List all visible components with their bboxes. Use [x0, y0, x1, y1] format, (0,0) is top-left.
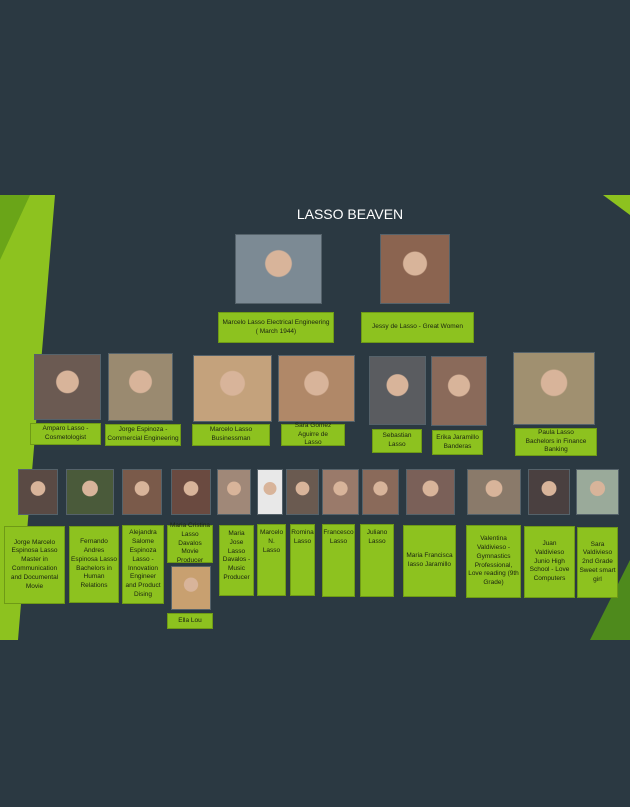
member-photo: [467, 469, 521, 515]
right-top-triangle: [603, 195, 630, 215]
member-label: Romina Lasso: [290, 524, 315, 596]
member-photo: [217, 469, 251, 515]
member-photo: [286, 469, 319, 515]
left-green-accent: [0, 195, 30, 260]
member-photo: [171, 469, 211, 515]
member-label: Juan Valdivieso Junio High School - Love…: [524, 526, 575, 598]
member-label: Sara Gomez Aguirre de Lasso: [281, 422, 345, 446]
member-photo: [122, 469, 162, 515]
member-photo: [193, 355, 272, 422]
member-label: Jessy de Lasso - Great Women: [361, 312, 474, 343]
member-label: Alejandra Salome Espinoza Lasso - Innova…: [122, 525, 164, 604]
member-label: Valentina Valdivieso - Gymnastics Profes…: [466, 525, 521, 598]
member-photo: [34, 354, 101, 420]
member-photo: [406, 469, 455, 515]
member-label: Maria Cristina Lasso Davalos Movie Produ…: [167, 522, 213, 564]
member-label: Jorge Espinoza - Commercial Engineering: [105, 424, 181, 446]
member-label: Maria Jose Lasso Davalos - Music Produce…: [219, 525, 254, 596]
member-photo: [362, 469, 399, 515]
right-bottom-triangle: [590, 560, 630, 640]
member-photo: [108, 353, 173, 421]
member-photo: [513, 352, 595, 425]
member-photo: [322, 469, 359, 515]
member-photo: [66, 469, 114, 515]
member-label: Erika Jaramillo Banderas: [432, 430, 483, 455]
member-label: Sebastian Lasso: [372, 429, 422, 453]
member-photo: [235, 234, 322, 304]
member-label: Marcelo N. Lasso: [257, 524, 286, 596]
member-photo: [431, 356, 487, 426]
member-photo: [257, 469, 283, 515]
member-photo: [576, 469, 619, 515]
member-label: Marcelo Lasso Businessman: [192, 424, 270, 446]
member-photo: [528, 469, 570, 515]
member-photo: [369, 356, 426, 425]
member-photo: [278, 355, 355, 422]
member-label: Sara Valdivieso 2nd Grade Sweet smart gi…: [577, 527, 618, 598]
member-photo: [171, 566, 211, 610]
member-label: Paula Lasso Bachelors in Finance Banking: [515, 428, 597, 456]
member-label: Maria Francisca lasso Jaramillo: [403, 525, 456, 597]
member-photo: [380, 234, 450, 304]
member-label: Fernando Andres Espinosa Lasso Bachelors…: [69, 526, 119, 603]
member-photo: [18, 469, 58, 515]
member-label: Amparo Lasso - Cosmetologist: [30, 423, 101, 445]
member-label: Marcelo Lasso Electrical Engineering ( M…: [218, 312, 334, 343]
chart-title: LASSO BEAVEN: [296, 206, 404, 222]
member-label: Juliano Lasso: [360, 524, 394, 597]
member-label: Francesco Lasso: [322, 524, 355, 597]
member-label: Jorge Marcelo Espinosa Lasso Master in C…: [4, 526, 65, 604]
member-label: Ella Lou: [167, 613, 213, 629]
